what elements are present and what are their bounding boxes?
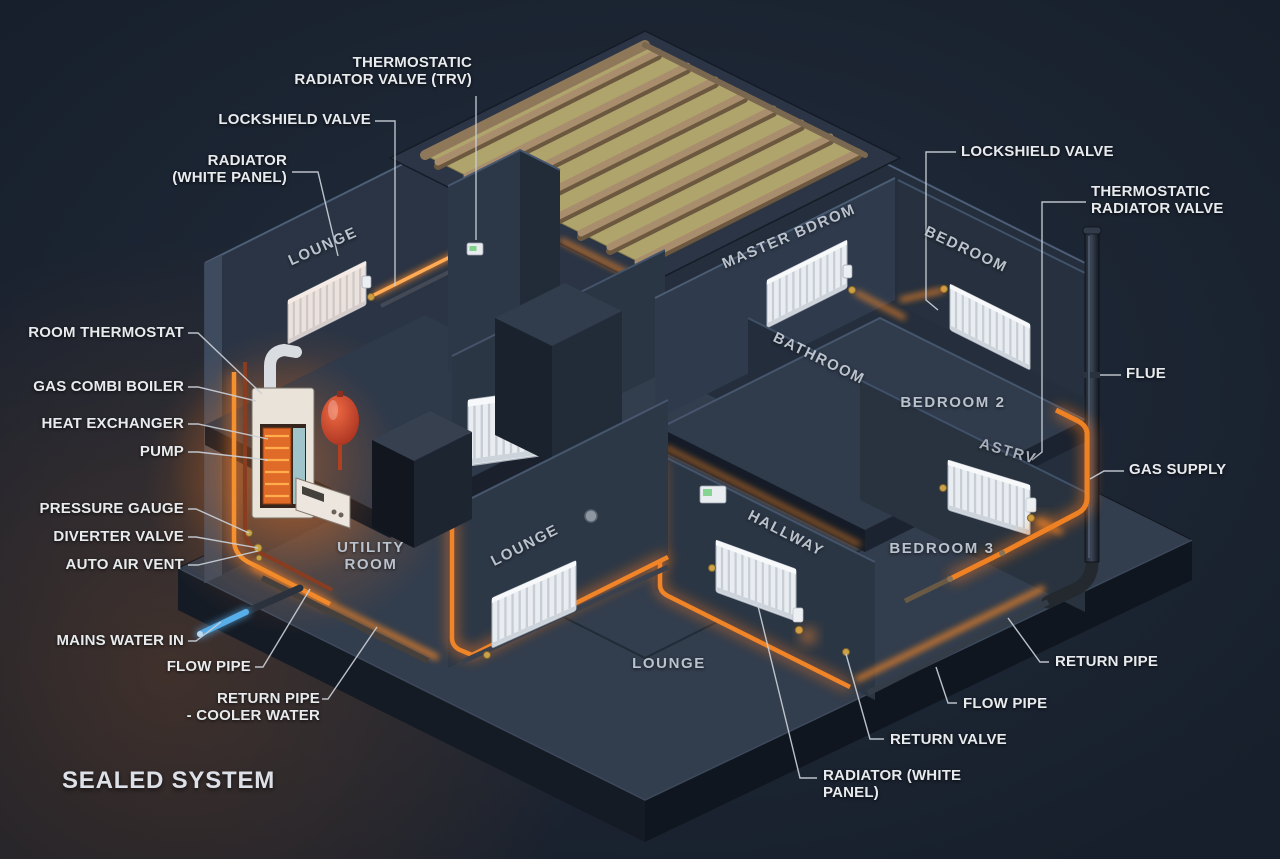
label-pressure-gauge: PRESSURE GAUGE xyxy=(39,500,184,517)
heat-exchanger-coil xyxy=(262,427,292,505)
label-room-thermostat: ROOM THERMOSTAT xyxy=(28,324,184,341)
flue-pipe xyxy=(1084,231,1100,563)
label-return-pipe-cooler: RETURN PIPE - COOLER WATER xyxy=(186,690,320,724)
label-trv-right: THERMOSTATIC RADIATOR VALVE xyxy=(1091,183,1224,217)
label-trv-top: THERMOSTATIC RADIATOR VALVE (TRV) xyxy=(294,54,472,88)
mains-water-pipe xyxy=(197,609,249,637)
label-lockshield-right: LOCKSHIELD VALVE xyxy=(961,143,1114,160)
stair-block xyxy=(495,283,622,463)
room-lounge-floor: LOUNGE xyxy=(632,655,706,672)
gas-supply-pipe xyxy=(948,407,1090,582)
room-utility: UTILITY ROOM xyxy=(337,539,405,573)
label-flow-pipe-left: FLOW PIPE xyxy=(166,658,251,675)
label-gas-combi-boiler: GAS COMBI BOILER xyxy=(33,378,184,395)
appliance-top xyxy=(372,411,472,461)
label-radiator-top: RADIATOR (WHITE PANEL) xyxy=(172,152,287,186)
room-bedroom2: BEDROOM 2 xyxy=(900,394,1006,411)
lounge-ground-wall xyxy=(447,399,670,668)
label-return-valve: RETURN VALVE xyxy=(890,731,1007,748)
boiler-flue-elbow xyxy=(264,343,302,398)
label-mains-water-in: MAINS WATER IN xyxy=(56,632,184,649)
bedroom-wall xyxy=(897,179,1086,398)
expansion-vessel xyxy=(321,395,359,445)
room-bedroom3: BEDROOM 3 xyxy=(889,540,995,557)
hallway xyxy=(654,451,876,700)
flue-and-gas xyxy=(854,226,1102,696)
label-auto-air-vent: AUTO AIR VENT xyxy=(65,556,184,573)
master-bedroom-wall xyxy=(654,177,906,420)
diagram-title: SEALED SYSTEM xyxy=(62,767,276,794)
label-radiator-bottom: RADIATOR (WHITE PANEL) xyxy=(823,767,962,801)
label-gas-supply: GAS SUPPLY xyxy=(1129,461,1227,478)
label-pump: PUMP xyxy=(139,443,184,460)
label-heat-exchanger: HEAT EXCHANGER xyxy=(41,415,184,432)
wall-dial xyxy=(584,509,598,523)
label-return-pipe-right: RETURN PIPE xyxy=(1055,653,1159,670)
leader-lines xyxy=(188,96,1124,779)
label-diverter-valve: DIVERTER VALVE xyxy=(53,528,184,545)
label-flue: FLUE xyxy=(1126,365,1166,382)
label-lockshield-top: LOCKSHIELD VALVE xyxy=(218,111,371,128)
label-flow-pipe-right: FLOW PIPE xyxy=(963,695,1048,712)
